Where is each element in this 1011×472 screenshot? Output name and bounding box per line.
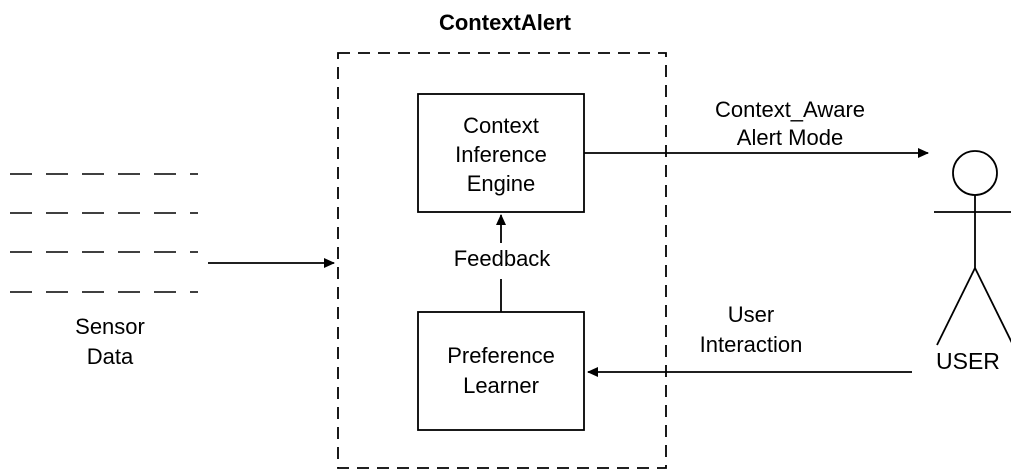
sensor-data-lines [10, 173, 198, 293]
context-alert-container [337, 52, 667, 469]
alert-mode-label: Context_Aware Alert Mode [714, 97, 865, 150]
user-label: USER [936, 348, 1000, 374]
user-interaction-label: User Interaction [699, 302, 803, 357]
preference-learner-label: Preference Learner [447, 343, 555, 398]
context-inference-engine-box [417, 93, 585, 213]
preference-learner-box [417, 311, 585, 431]
diagram-title: ContextAlert [438, 10, 571, 35]
user-stick-figure [934, 150, 1011, 346]
inference-engine-label: Context Inference Engine [455, 113, 547, 196]
sensor-data-label: Sensor Data [75, 314, 145, 369]
feedback-label: Feedback [432, 245, 572, 273]
